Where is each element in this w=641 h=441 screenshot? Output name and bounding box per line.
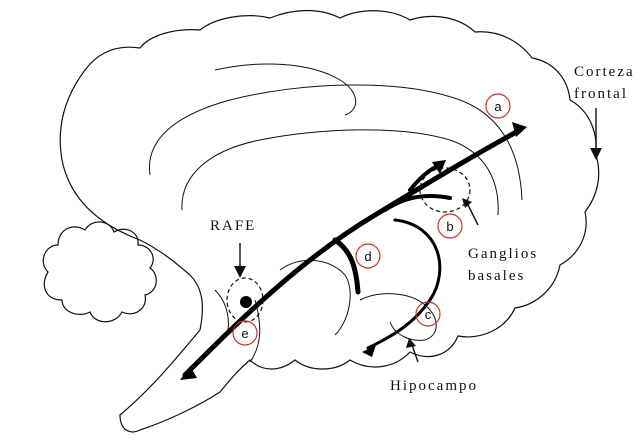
branch-hippocampus: [368, 220, 440, 348]
ganglios-label-line1: Ganglios: [468, 246, 538, 262]
thalamus-curve: [280, 260, 350, 335]
brainstem-curve: [215, 290, 228, 330]
branch-basal-ganglia: [385, 196, 450, 210]
marker-b: b: [438, 214, 462, 238]
svg-text:b: b: [446, 219, 453, 234]
cerebellum: [43, 222, 156, 322]
corteza-arrowhead: [590, 148, 602, 160]
svg-text:e: e: [241, 326, 248, 341]
corpus-callosum-outer: [149, 85, 522, 200]
ganglios-arrow-line: [468, 205, 478, 225]
marker-a: a: [486, 94, 510, 118]
svg-text:c: c: [425, 307, 432, 322]
corteza-label-line1: Corteza: [574, 64, 635, 80]
branch-d: [335, 240, 358, 292]
svg-text:a: a: [494, 99, 502, 114]
brain-outline: [60, 11, 598, 432]
corteza-label-line2: frontal: [574, 86, 628, 102]
rafe-arrowhead: [234, 266, 246, 278]
marker-d: d: [356, 244, 380, 268]
rafe-label: RAFE: [210, 218, 256, 234]
ganglios-label-line2: basales: [468, 268, 525, 284]
raphe-nucleus-dot: [240, 296, 252, 308]
hipocampo-label: Hipocampo: [390, 378, 478, 394]
svg-text:d: d: [364, 249, 371, 264]
marker-e: e: [233, 321, 257, 345]
